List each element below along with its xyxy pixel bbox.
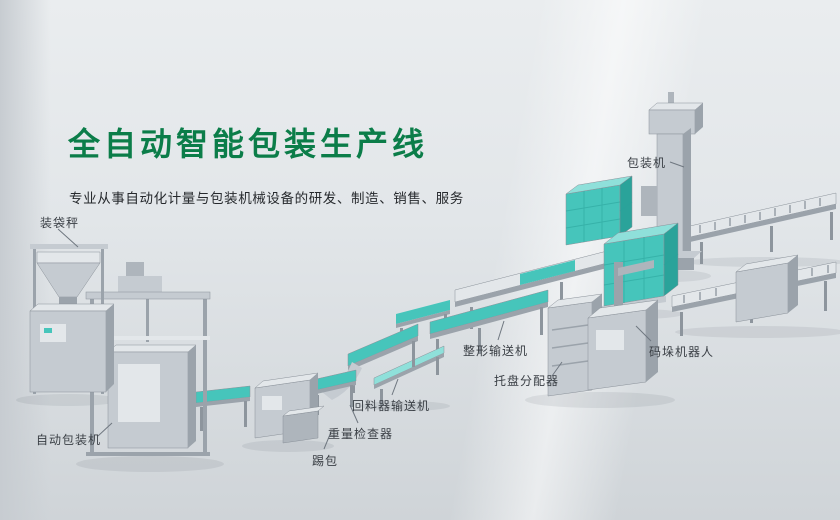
label-kick-bag: 踢包 — [312, 454, 339, 468]
label-auto-packaging-machine: 自动包装机 — [36, 433, 102, 447]
label-packaging-machine: 包装机 — [627, 156, 667, 170]
machine-checkweigher — [254, 372, 325, 444]
machine-auto-packer — [85, 262, 211, 456]
upper-conveyor-line — [396, 239, 651, 346]
label-palletizing-robot: 码垛机器人 — [649, 345, 715, 359]
label-shaping-conveyor: 整形输送机 — [463, 344, 529, 358]
page-title: 全自动智能包装生产线 — [68, 126, 429, 162]
label-return-feeder-conveyor: 回料器输送机 — [352, 399, 431, 413]
label-leader-lines — [57, 161, 685, 450]
machine-palletizing-robot — [587, 260, 659, 391]
conveyor-shaping — [429, 289, 549, 365]
pallet-stack-upper — [565, 175, 633, 246]
machine-bagging-scale — [29, 244, 115, 394]
page-subtitle: 专业从事自动化计量与包装机械设备的研发、制造、销售、服务 — [69, 191, 464, 206]
label-bagging-scale: 装袋秤 — [40, 216, 80, 230]
roller-conveyor-upper-right — [689, 192, 837, 264]
label-pallet-dispenser: 托盘分配器 — [494, 374, 560, 388]
roller-conveyor-lower-right — [671, 254, 837, 336]
conveyor-return-feeder — [373, 345, 445, 405]
label-weight-checker: 重量检查器 — [328, 427, 394, 441]
